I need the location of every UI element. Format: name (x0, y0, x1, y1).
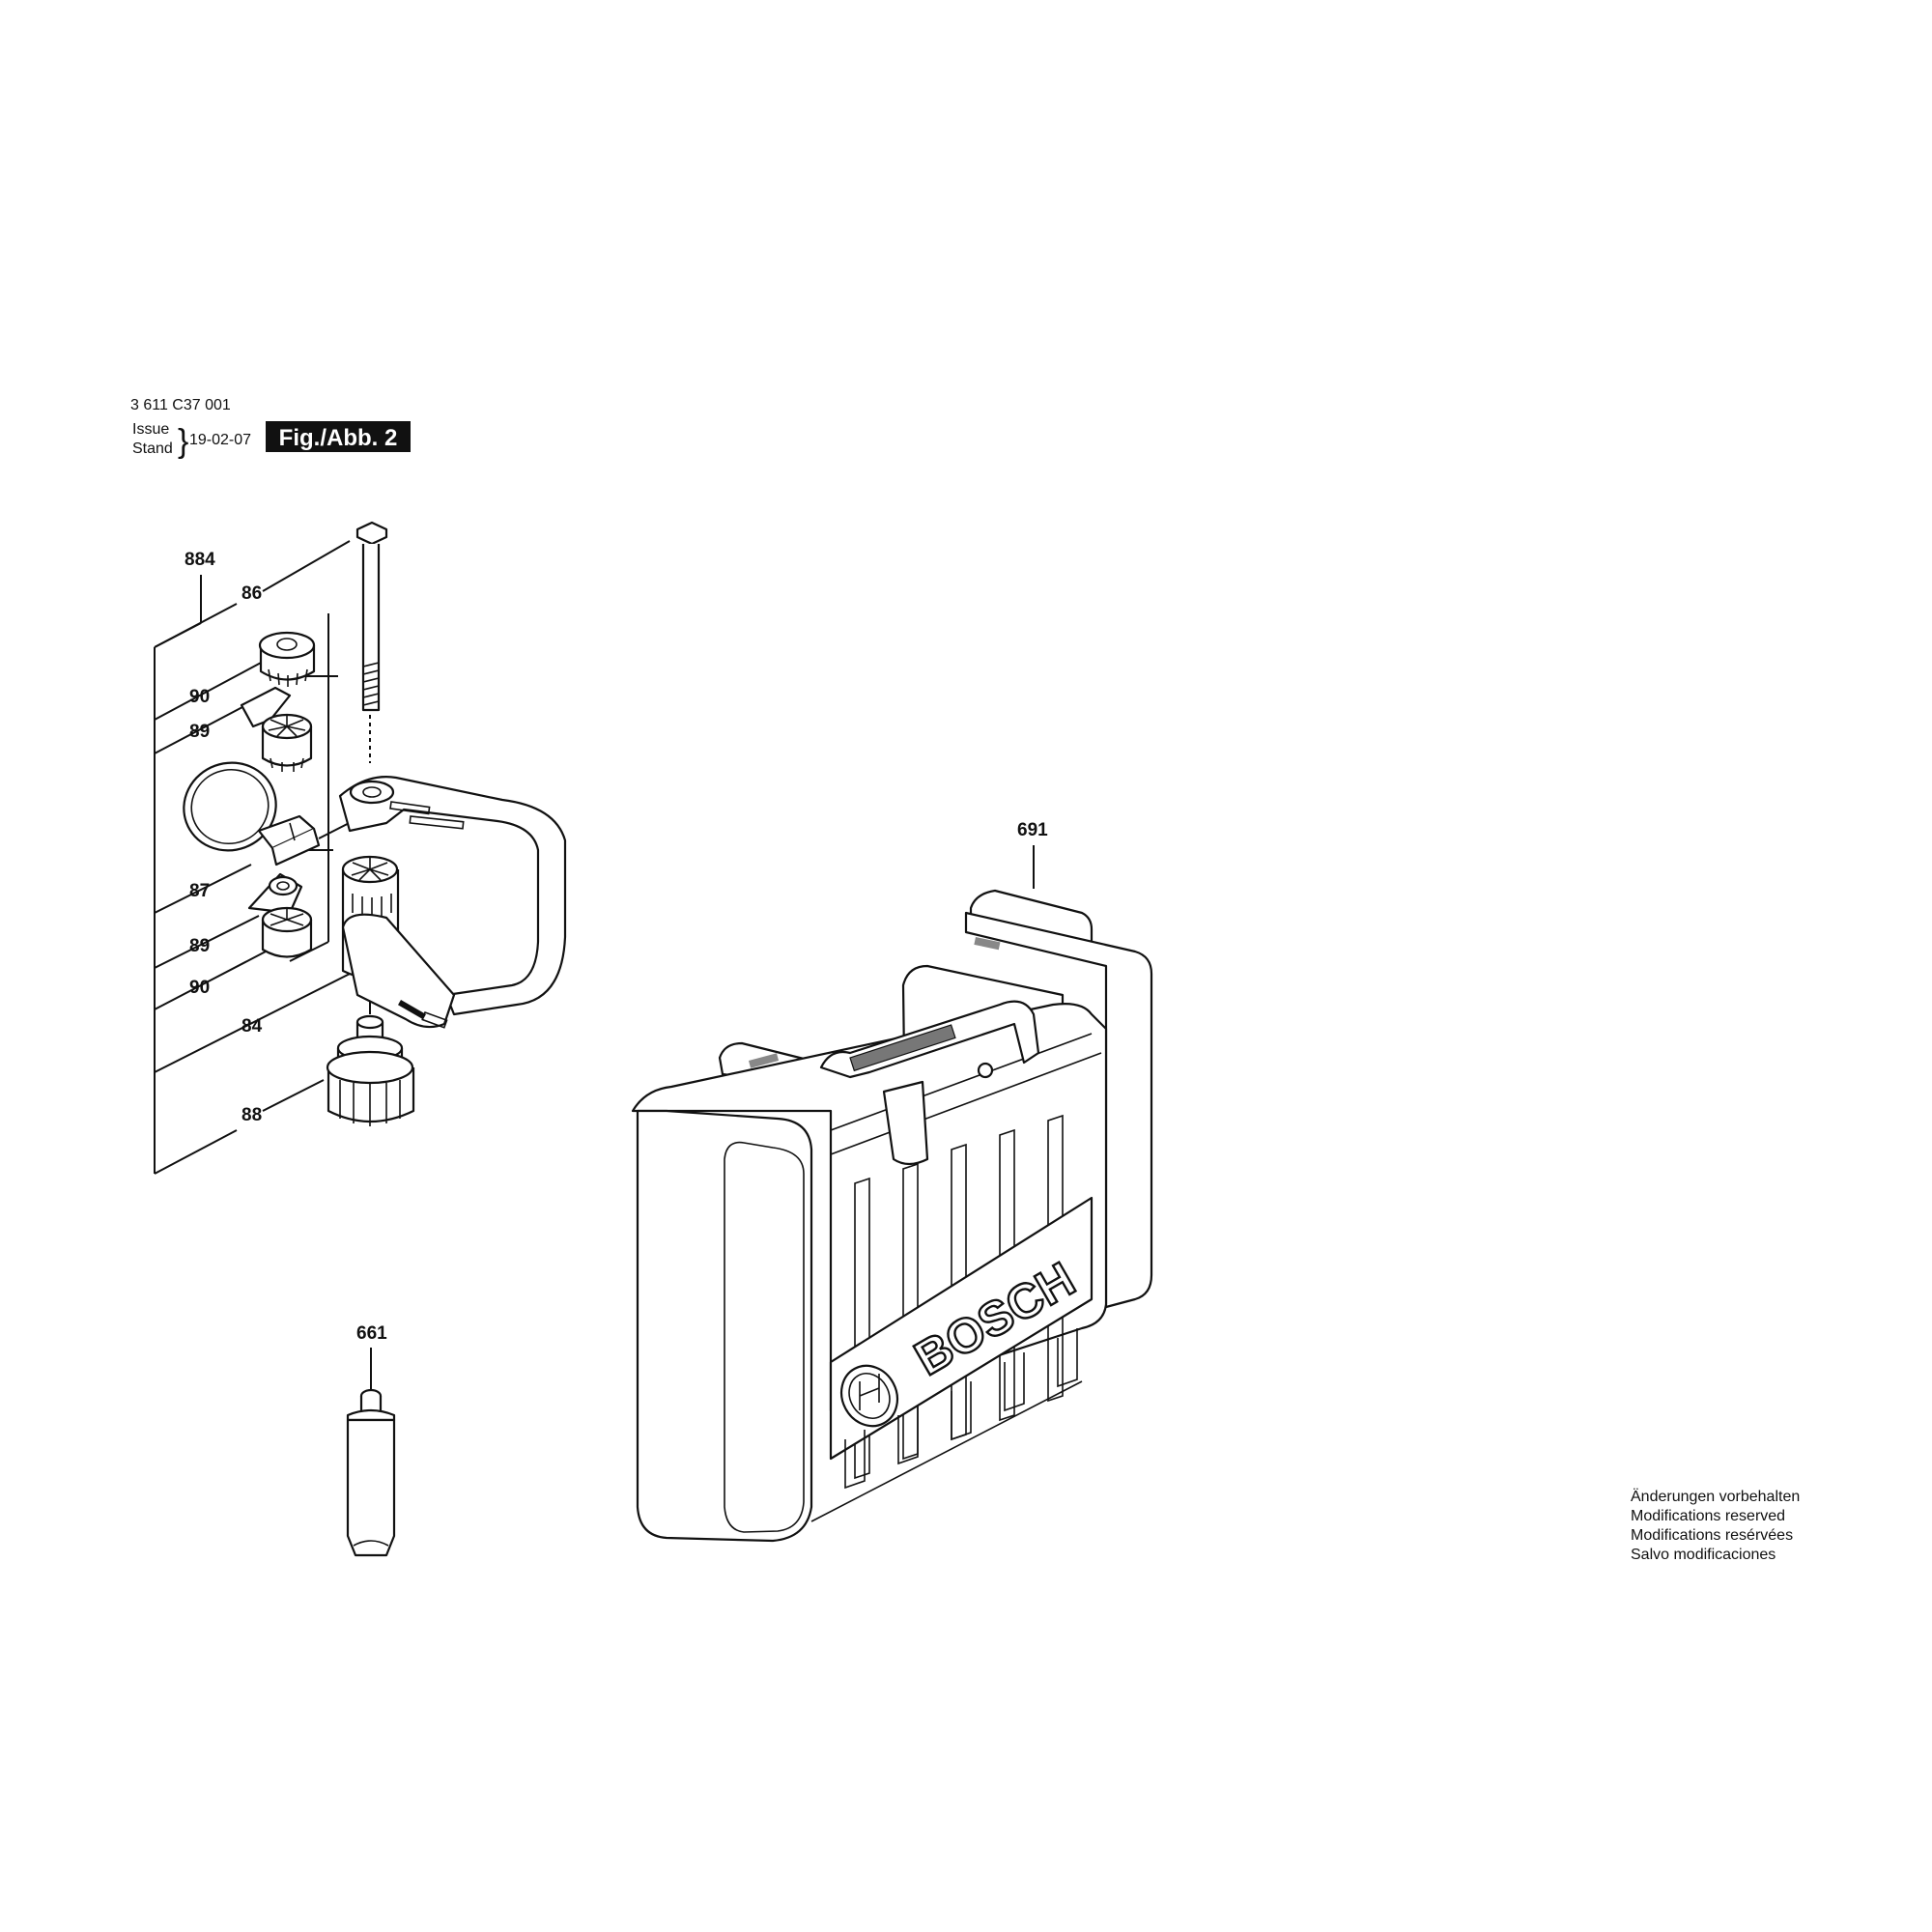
bosch-logo-icon (839, 1364, 899, 1428)
note-en: Modifications reserved (1631, 1508, 1785, 1524)
stand-label: Stand (132, 440, 173, 457)
callout-90-bottom: 90 (189, 978, 210, 998)
callout-691: 691 (1017, 820, 1048, 840)
part-90-bottom-nut (261, 906, 313, 958)
part-90-top-nut (258, 631, 316, 687)
part-87-clamp-band (183, 761, 321, 867)
part-86-bolt (355, 521, 388, 712)
note-es: Salvo modificaciones (1631, 1547, 1776, 1563)
part-84-auxiliary-handle (338, 776, 567, 1029)
part-89-top-clamp (240, 686, 313, 772)
part-661-grease-tube (346, 1388, 396, 1557)
part-88-knob (326, 1014, 415, 1126)
figure-badge: Fig./Abb. 2 (279, 425, 398, 451)
note-de: Änderungen vorbehalten (1631, 1488, 1800, 1505)
callout-90-top: 90 (189, 687, 210, 707)
callout-88: 88 (242, 1105, 262, 1125)
modification-notes: Änderungen vorbehalten Modifications res… (1631, 1488, 1800, 1563)
issue-label: Issue (132, 421, 169, 438)
note-fr: Modifications resérvées (1631, 1527, 1793, 1544)
callout-661: 661 (356, 1323, 387, 1344)
callout-884: 884 (185, 550, 215, 570)
callout-89-top: 89 (189, 722, 210, 742)
issue-date: 19-02-07 (189, 432, 251, 448)
part-number: 3 611 C37 001 (130, 397, 231, 413)
callout-86: 86 (242, 583, 262, 604)
part-691-carrying-case: BOSCH (631, 889, 1153, 1543)
part-89-bottom-clamp (247, 872, 303, 915)
figure-badge-bg (266, 421, 411, 452)
header-brace: } (178, 423, 188, 460)
document-header: 3 611 C37 001 Issue Stand } 19-02-07 Fig… (130, 397, 411, 460)
